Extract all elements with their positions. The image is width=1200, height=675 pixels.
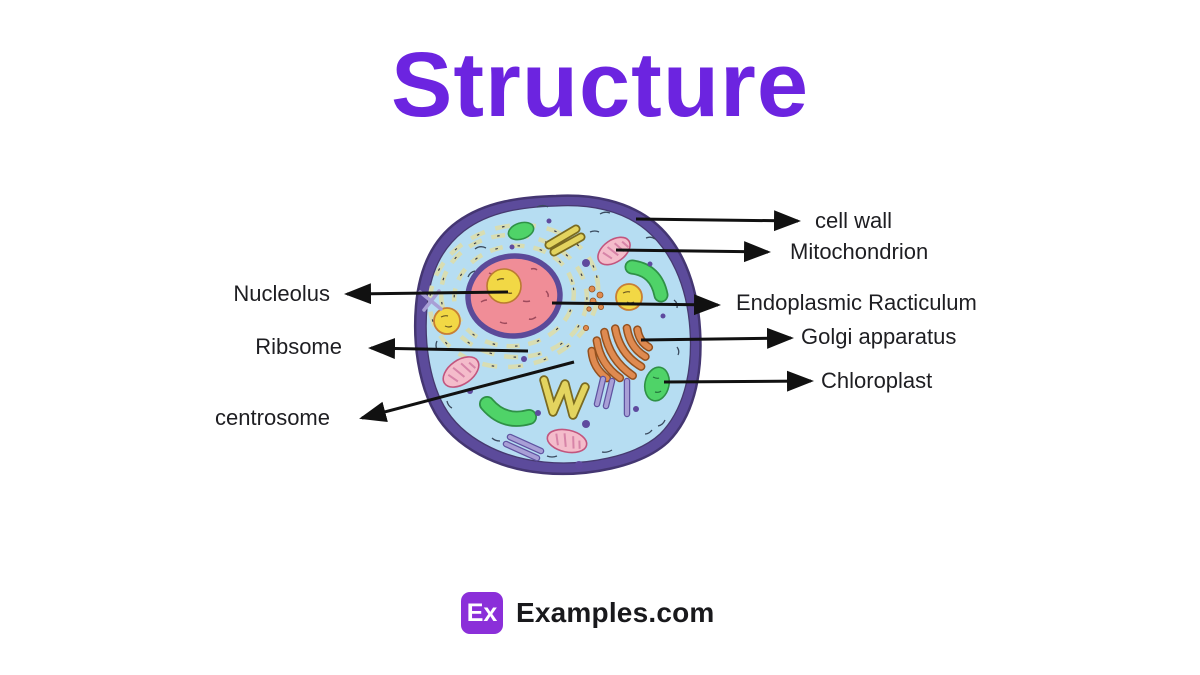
mitochondrion-icon xyxy=(546,428,588,454)
leader-arrows xyxy=(344,210,814,423)
arrow-ribosome xyxy=(368,337,529,359)
label-mitochondrion: Mitochondrion xyxy=(790,239,929,264)
centriole-rods-icon xyxy=(418,289,631,462)
logo-site-name: Examples.com xyxy=(516,597,715,628)
arrow-golgi-apparatus xyxy=(640,327,794,349)
arrow-centrosome xyxy=(359,360,575,423)
label-golgi-apparatus: Golgi apparatus xyxy=(801,324,957,349)
squiggle-marks-icon xyxy=(435,204,680,458)
green-organelle-icon xyxy=(507,221,535,241)
arrow-nucleolus xyxy=(344,283,509,305)
label-chloroplast: Chloroplast xyxy=(821,368,933,393)
arrow-chloroplast xyxy=(663,370,814,392)
green-organelle-icon xyxy=(479,259,669,427)
nucleolus-icon xyxy=(486,268,522,304)
label-ribosome: Ribsome xyxy=(255,334,342,359)
arrow-cell-wall xyxy=(635,210,801,232)
mitochondrion-icon xyxy=(597,236,631,266)
page-title: Structure xyxy=(391,33,809,136)
label-endoplasmic-reticulum: Endoplasmic Racticulum xyxy=(736,290,977,315)
golgi-apparatus-icon xyxy=(587,323,654,383)
label-centrosome: centrosome xyxy=(215,405,330,430)
yellow-rods-icon xyxy=(539,224,590,420)
site-logo: Ex Examples.com xyxy=(461,592,715,634)
label-cell-wall: cell wall xyxy=(815,208,893,233)
label-nucleolus: Nucleolus xyxy=(233,281,330,306)
arrow-mitochondrion xyxy=(615,241,771,263)
arrow-endoplasmic-reticulum xyxy=(551,294,721,316)
chloroplast-icon xyxy=(643,366,671,402)
mitochondrion-icon xyxy=(442,356,480,388)
logo-badge-icon: Ex xyxy=(461,592,503,634)
